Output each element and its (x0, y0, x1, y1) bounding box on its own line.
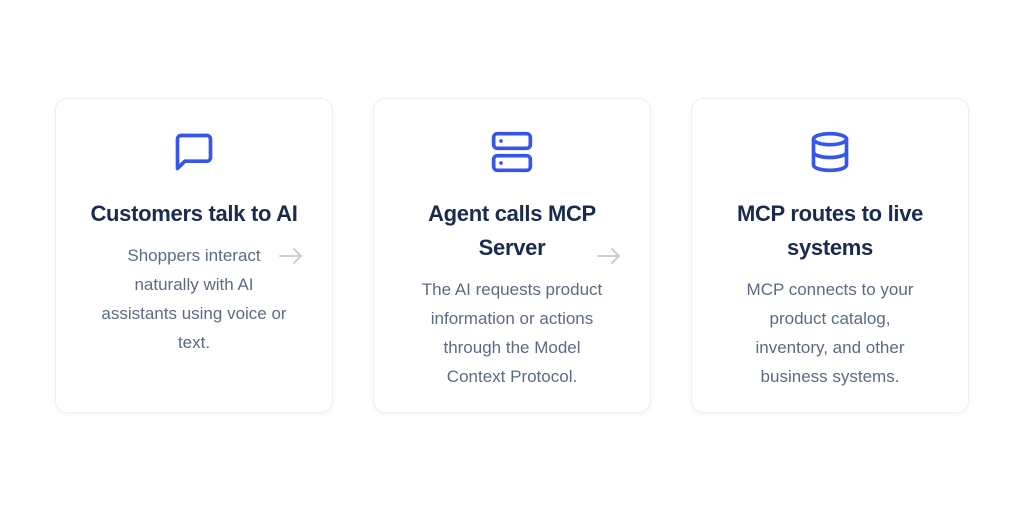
card-title: MCP routes to live systems (736, 201, 924, 260)
card-description: MCP connects to your product catalog, in… (746, 280, 914, 386)
chat-bubble-icon (79, 129, 309, 175)
database-icon (715, 129, 945, 175)
card-description: The AI requests product information or a… (421, 280, 603, 386)
flow-card-mcp-routes-to-live-systems: MCP routes to live systems MCP connects … (691, 98, 969, 413)
card-title: Customers talk to AI (90, 201, 298, 226)
right-arrow-icon (277, 244, 305, 268)
card-description: Shoppers interact naturally with AI assi… (101, 246, 287, 352)
card-title: Agent calls MCP Server (428, 201, 596, 260)
right-arrow-icon (595, 244, 623, 268)
flow-card-row: Customers talk to AI Shoppers interact n… (55, 98, 969, 413)
server-icon (397, 129, 627, 175)
